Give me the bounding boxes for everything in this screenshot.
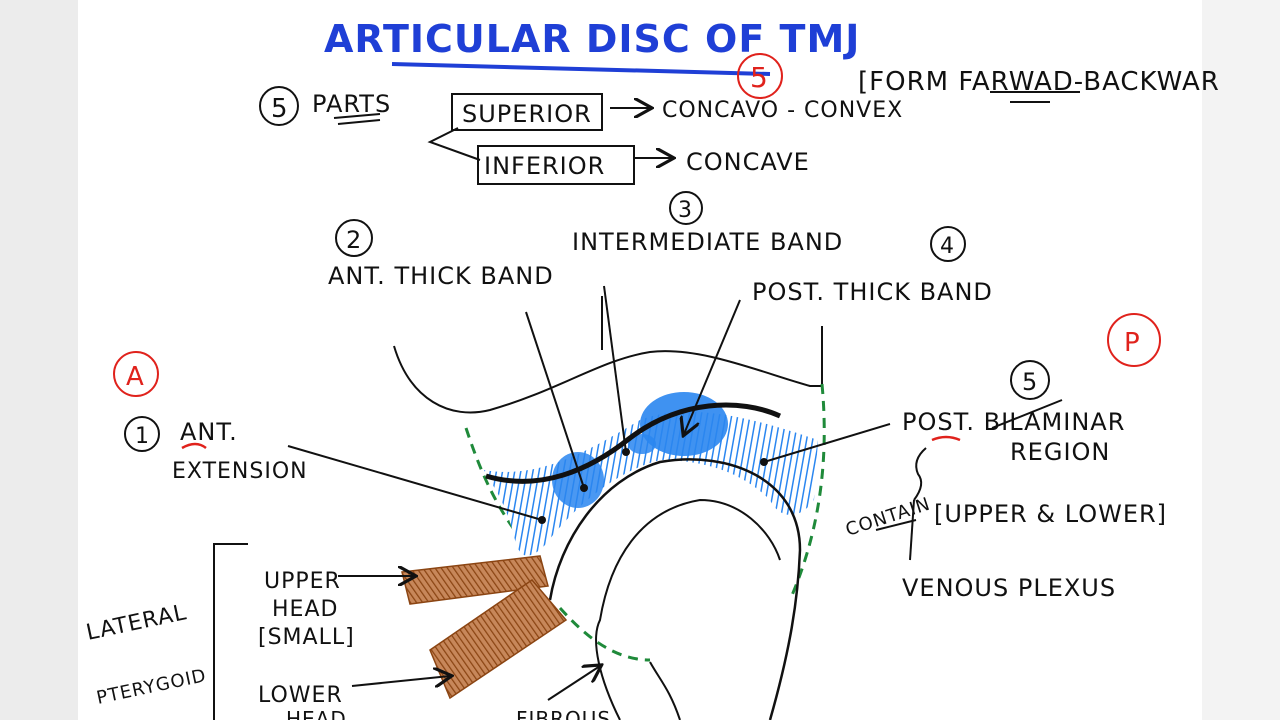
number-circle-icon bbox=[930, 226, 966, 262]
anterior-marker-label: A bbox=[126, 362, 145, 392]
ant-band-label: ANT. THICK BAND bbox=[328, 262, 554, 290]
post-band-number: 4 bbox=[940, 234, 955, 259]
upper-head-muscle bbox=[401, 555, 549, 605]
condyle-head bbox=[548, 458, 802, 720]
ant-ext-line2: EXTENSION bbox=[172, 459, 308, 484]
superior-box bbox=[451, 93, 603, 131]
number-circle-icon bbox=[669, 191, 703, 225]
red-circle-number: 5 bbox=[750, 61, 769, 94]
number-circle-icon bbox=[259, 86, 299, 126]
disc-upper-border bbox=[485, 402, 782, 484]
inferior-shape: CONCAVE bbox=[686, 148, 810, 176]
capsule-lower bbox=[558, 606, 651, 662]
anterior-marker-icon bbox=[113, 351, 159, 397]
lateral-label: LATERAL bbox=[84, 600, 189, 646]
ant-ext-number: 1 bbox=[135, 424, 150, 449]
bilaminar-contain: CONTAIN bbox=[843, 494, 933, 541]
posterior-marker-label: P bbox=[1124, 328, 1141, 358]
page-title: ARTICULAR DISC OF TMJ bbox=[324, 17, 860, 61]
upper-head-line1: UPPER bbox=[264, 569, 341, 594]
inferior-label: INFERIOR bbox=[484, 152, 605, 180]
bilaminar-bracket: [UPPER & LOWER] bbox=[934, 500, 1167, 528]
lower-head-line2: HEAD bbox=[286, 707, 347, 720]
bilaminar-number: 5 bbox=[1022, 368, 1038, 396]
ant-ext-line1: ANT. bbox=[180, 418, 238, 446]
title-underline bbox=[391, 62, 771, 76]
post-band-label: POST. THICK BAND bbox=[752, 278, 993, 306]
condyle-inner bbox=[595, 498, 781, 720]
parts-number: 5 bbox=[271, 94, 289, 124]
red-circle-icon bbox=[737, 53, 783, 99]
posterior-marker-icon bbox=[1107, 313, 1161, 367]
fibrous-label: FIBROUS bbox=[516, 707, 611, 720]
glenoid-fossa-outline bbox=[393, 326, 823, 414]
bilaminar-plexus: VENOUS PLEXUS bbox=[902, 574, 1116, 602]
inferior-box bbox=[477, 145, 635, 185]
bilaminar-line1: POST. BILAMINAR bbox=[902, 408, 1125, 436]
number-circle-icon bbox=[124, 416, 160, 452]
superior-label: SUPERIOR bbox=[462, 100, 592, 128]
bilaminar-line2: REGION bbox=[1010, 438, 1110, 466]
number-circle-icon bbox=[335, 219, 373, 257]
number-circle-icon bbox=[1010, 360, 1050, 400]
upper-head-line3: [SMALL] bbox=[258, 625, 355, 650]
inter-band-label: INTERMEDIATE BAND bbox=[572, 228, 843, 256]
upper-head-line2: HEAD bbox=[272, 597, 338, 622]
ant-band-number: 2 bbox=[346, 226, 362, 254]
pterygoid-bracket bbox=[213, 543, 248, 720]
superior-shape: CONCAVO - CONVEX bbox=[662, 98, 903, 123]
lower-head-line1: LOWER bbox=[258, 683, 343, 708]
pterygoid-label: PTERYGOID bbox=[95, 665, 209, 709]
articular-disc bbox=[484, 411, 818, 556]
page-margin bbox=[1202, 0, 1280, 720]
inter-band-number: 3 bbox=[678, 198, 693, 223]
